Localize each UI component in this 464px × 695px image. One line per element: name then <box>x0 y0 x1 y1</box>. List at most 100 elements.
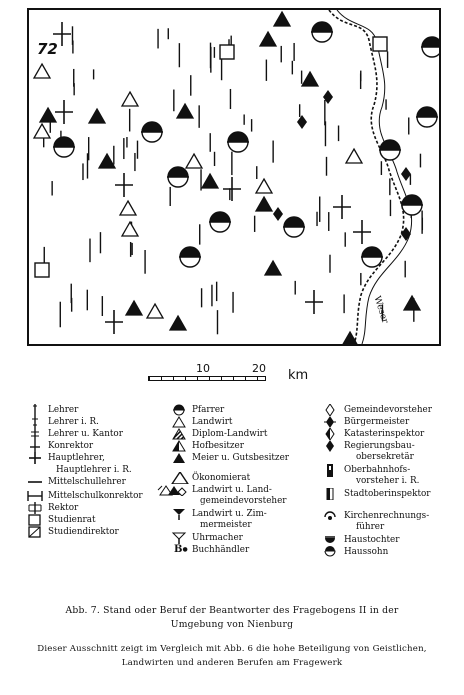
legend-label: Diplom-Landwirt <box>192 429 268 439</box>
figure-caption-line2: Umgebung von Nienburg <box>170 619 294 630</box>
gemeindevorsteher-mark <box>273 207 283 221</box>
studienrat-mark <box>219 44 235 60</box>
landwirt-mark <box>263 259 283 276</box>
landwirt-mark <box>258 30 278 47</box>
cross-icon <box>26 452 46 464</box>
vertical-line-ticks-icon <box>26 428 46 440</box>
legend-item-konrektor: Konrektor <box>26 440 166 452</box>
legend-label-cont: führer <box>356 522 385 532</box>
landwirt-mark <box>118 199 138 216</box>
legend-label: Haussohn <box>344 547 389 557</box>
landwirt-mark <box>38 106 58 123</box>
diamond-outline-icon <box>322 403 342 417</box>
legend-label: Rektor <box>48 503 79 513</box>
legend-label: Bürgermeister <box>344 417 410 427</box>
legend-item-meier: Meier u. Gutsbesitzer <box>170 452 320 472</box>
landwirt-mark <box>175 102 195 119</box>
landwirt-mark <box>402 294 422 311</box>
figure-note-line1: Dieser Ausschnitt zeigt im Vergleich mit… <box>37 644 427 654</box>
rect-filled-icon <box>322 464 342 477</box>
diamond-half-icon <box>322 427 342 441</box>
landwirt-mark <box>184 152 204 169</box>
figure-caption-line1: Abb. 7. Stand oder Beruf der Beantworter… <box>65 605 399 616</box>
y-outline-icon <box>170 532 190 544</box>
legend-item-hauptlehrer: Hauptlehrer, <box>26 452 166 464</box>
rektor-cross-icon <box>26 502 46 514</box>
legend-item-lehrer-ir: Lehrer i. R. <box>26 416 166 428</box>
legend-label: Kirchenrechnungs- <box>344 511 430 521</box>
legend-label: Studiendirektor <box>48 527 119 537</box>
legend-label: Lehrer <box>48 405 79 415</box>
double-crossbar-line-icon <box>26 490 46 502</box>
landwirt-mark <box>120 90 140 107</box>
b-dot-icon: B● <box>174 544 188 555</box>
legend-label: Lehrer u. Kantor <box>48 429 123 439</box>
legend-label: Haustochter <box>344 535 400 545</box>
legend-label: Landwirt u. Land- <box>192 485 272 495</box>
legend-label: Gemeindevorsteher <box>344 405 432 415</box>
legend-item-diplom-landwirt: Diplom-Landwirt <box>170 428 320 440</box>
funnel-icon <box>170 508 190 520</box>
triangle-large-outline-icon <box>170 470 190 485</box>
legend-label: Stadtoberinspektor <box>344 489 431 499</box>
gemeindevorsteher-mark <box>323 90 333 104</box>
legend-label: Landwirt <box>192 417 233 427</box>
landwirt-mark <box>97 152 117 169</box>
map-symbols <box>32 10 439 344</box>
legend-label: Oberbahnhofs- <box>344 465 411 475</box>
landwirt-mark <box>300 70 320 87</box>
rect-half-icon <box>322 487 342 501</box>
studienrat-mark <box>34 262 50 278</box>
scale-ruler <box>148 376 266 381</box>
short-vertical-line-icon <box>26 476 46 488</box>
legend-label-cont: gemeindevorsteher <box>200 496 287 506</box>
legend-item-haussohn: Haussohn <box>322 546 457 558</box>
legend-item-gemeindevorsteher: Gemeindevorsteher <box>322 403 457 417</box>
landwirt-mark <box>32 122 52 139</box>
scale-unit: km <box>288 368 309 383</box>
vertical-line-crossbar-icon <box>26 440 46 452</box>
gemeindevorsteher-mark <box>401 227 411 241</box>
vertical-line-tick-top-bottom-icon <box>26 416 46 428</box>
legend-label: Mittelschullehrer <box>48 477 126 487</box>
legend-item-landwirt-zimmermeister: Landwirt u. Zim- mermeister <box>170 508 320 532</box>
diamond-filled-icon <box>322 440 342 452</box>
legend-label: Meier u. Gutsbesitzer <box>192 453 289 463</box>
legend-label: Uhrmacher <box>192 533 243 543</box>
legend-label: Buchhändler <box>192 545 250 555</box>
legend-item-buchhaendler: B● Buchhändler <box>170 544 320 556</box>
landwirt-mark <box>87 107 107 124</box>
legend-label: Studienrat <box>48 515 96 525</box>
legend-label: Regierungsbau- <box>344 441 415 451</box>
legend-label: Hauptlehrer i. R. <box>56 465 132 475</box>
landwirt-mark <box>32 62 52 79</box>
legend-item-pfarrer: Pfarrer <box>170 404 320 416</box>
legend-label: Hauptlehrer, <box>48 453 105 463</box>
landwirt-mark <box>200 172 220 189</box>
figure-note-line2: Landwirten und anderen Berufen am Fragew… <box>121 658 343 668</box>
landwirt-mark <box>124 299 144 316</box>
legend-item-stadtoberinspektor: Stadtoberinspektor <box>322 487 457 510</box>
sheet-number: 72 <box>37 40 58 58</box>
legend-label-cont: vorsteher i. R. <box>356 476 420 486</box>
legend-item-studienrat: Studienrat <box>26 514 166 526</box>
legend-item-haustochter: Haustochter <box>322 534 457 546</box>
legend-item-kirchenrechnungsfuehrer: Kirchenrechnungs- führer <box>322 510 457 534</box>
map-panel: 72 Weser <box>27 8 441 346</box>
legend-item-oberbahnhofsvorsteher: Oberbahnhofs- vorsteher i. R. <box>322 464 457 488</box>
scale-tick-20: 20 <box>252 362 266 375</box>
diamond-cross-icon <box>322 416 342 428</box>
legend-label-cont: obersekretär <box>356 452 414 462</box>
legend-item-landwirt-gemeindevorsteher: Landwirt u. Land- gemeindevorsteher <box>157 484 320 508</box>
landwirt-mark <box>342 330 358 344</box>
legend-item-lehrer-kantor: Lehrer u. Kantor <box>26 428 166 440</box>
landwirt-mark <box>168 314 188 331</box>
legend-label: Hofbesitzer <box>192 441 244 451</box>
legend-label: Konrektor <box>48 441 94 451</box>
triangle-outline-icon <box>170 416 190 428</box>
gemeindevorsteher-mark <box>401 167 411 181</box>
legend-label: Katasterinspektor <box>344 429 425 439</box>
studienrat-mark <box>372 36 388 52</box>
landwirt-mark <box>344 147 364 164</box>
